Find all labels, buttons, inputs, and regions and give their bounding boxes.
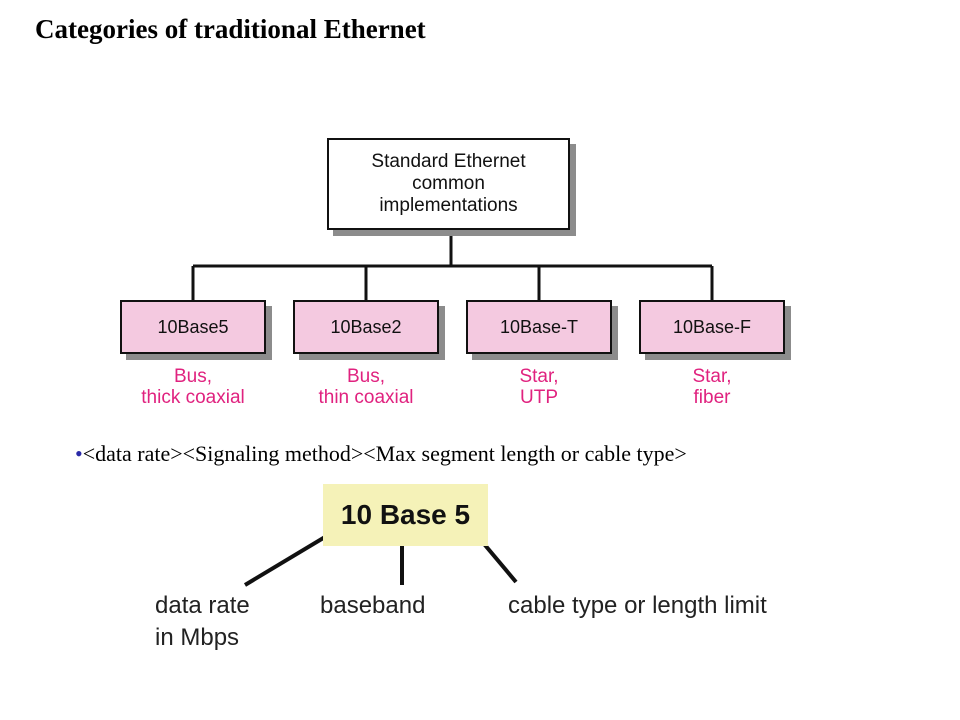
label-line: fiber (693, 386, 731, 408)
node-10base5: 10Base5 (120, 300, 266, 354)
label-line: UTP (520, 386, 558, 408)
part-label-line: data rate (155, 592, 250, 619)
label-10base5: Bus, thick coaxial (93, 366, 293, 409)
root-node-line: Standard Ethernet (371, 151, 526, 173)
label-line: thin coaxial (318, 386, 414, 408)
node-10base-t: 10Base-T (466, 300, 612, 354)
label-10base-t: Star, UTP (439, 366, 639, 409)
part-label-baseband: baseband (320, 590, 425, 622)
slide-title: Categories of traditional Ethernet (35, 14, 426, 44)
label-line: Bus, (173, 366, 213, 387)
part-label-line: baseband (320, 592, 426, 619)
root-node-line: implementations (379, 194, 518, 216)
part-label-cable-type: cable type or length limit (508, 590, 767, 622)
label-line: thick coaxial (141, 386, 245, 408)
naming-format-text: <data rate><Signaling method><Max segmen… (82, 441, 687, 466)
label-line: Star, (692, 366, 732, 387)
root-node-box: Standard Ethernet common implementations (327, 138, 570, 230)
root-node-text: Standard Ethernet common implementations (371, 151, 525, 217)
node-10base2: 10Base2 (293, 300, 439, 354)
label-line: Bus, (346, 366, 386, 387)
label-10base2: Bus, thin coaxial (266, 366, 466, 409)
part-label-line: in Mbps (155, 624, 240, 652)
label-10base-f: Star, fiber (612, 366, 812, 409)
part-label-data-rate: data rate in Mbps (155, 590, 250, 655)
bullet-icon: • (75, 441, 83, 466)
root-node-line: common (412, 173, 485, 195)
node-10base-f: 10Base-F (639, 300, 785, 354)
naming-format-bullet-line: •<data rate><Signaling method><Max segme… (75, 441, 687, 467)
example-name: 10 Base 5 (340, 499, 471, 530)
label-line: Star, (519, 366, 559, 387)
example-name-box: 10 Base 5 (323, 484, 488, 546)
part-label-line: cable type or length limit (508, 592, 767, 619)
